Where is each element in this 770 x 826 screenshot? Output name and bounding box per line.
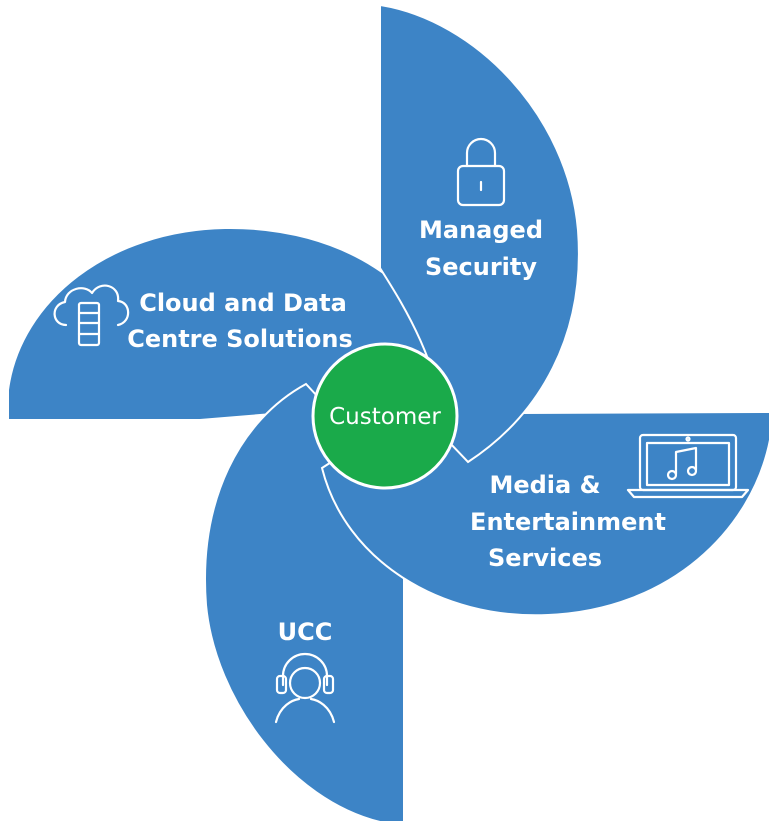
headset-user-icon [274,652,336,724]
segment-managed-security [379,3,580,464]
cloud-data-centre-line-2: Centre Solutions [127,325,353,353]
center-label: Customer [329,404,441,430]
laptop-music-icon [626,433,750,499]
media-entertainment-line-3: Services [488,544,602,572]
managed-security-line-1: Managed [419,216,543,244]
managed-security-line-2: Security [425,253,537,281]
cloud-data-centre-line-1: Cloud and Data [139,289,347,317]
cloud-server-icon [53,284,130,347]
media-entertainment-line-2: Entertainment [470,508,666,536]
ucc-label: UCC [278,618,333,646]
padlock-icon [456,137,506,207]
center-circle [311,342,459,490]
media-entertainment-line-1: Media & [489,471,600,499]
